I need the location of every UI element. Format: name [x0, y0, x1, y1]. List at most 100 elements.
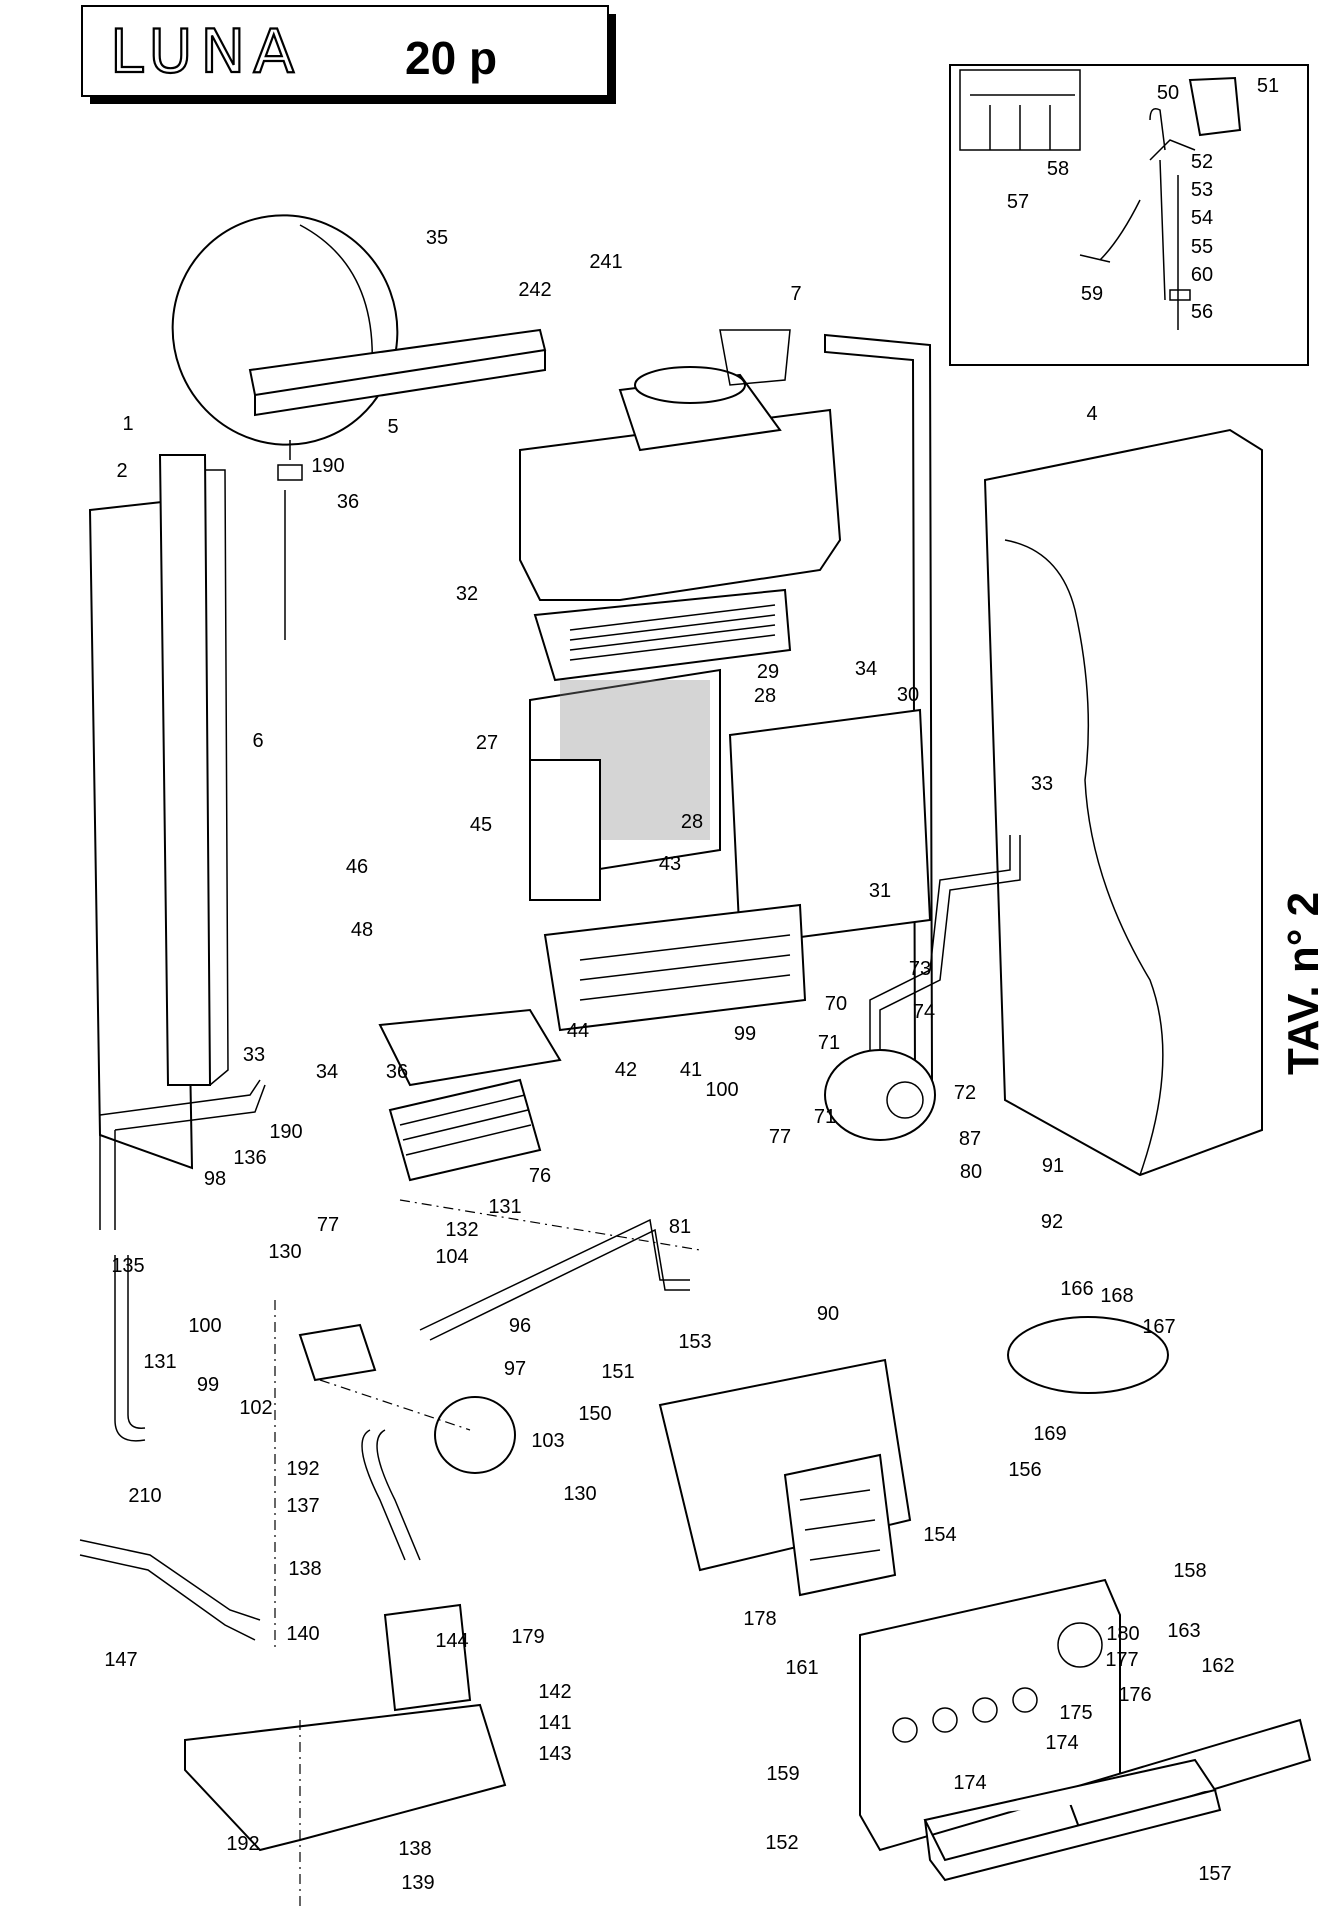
callout-5: 5 — [387, 416, 398, 438]
title-block: LUNA 20 p — [81, 5, 616, 104]
callout-41: 41 — [680, 1059, 702, 1081]
callout-98: 98 — [204, 1168, 226, 1190]
model-label: 20 p — [405, 32, 497, 84]
callout-132: 132 — [445, 1219, 478, 1241]
callout-4: 4 — [1086, 403, 1097, 425]
callout-70: 70 — [825, 993, 847, 1015]
callout-50: 50 — [1157, 82, 1179, 104]
callout-138: 138 — [288, 1558, 321, 1580]
callout-90: 90 — [817, 1303, 839, 1325]
callout-180: 180 — [1106, 1623, 1139, 1645]
plate-heat-exchanger — [388, 1078, 542, 1182]
callout-80: 80 — [960, 1161, 982, 1183]
callout-137: 137 — [286, 1495, 319, 1517]
callout-31: 31 — [869, 880, 891, 902]
callout-150: 150 — [578, 1403, 611, 1425]
callout-81: 81 — [669, 1216, 691, 1238]
callout-77: 77 — [769, 1126, 791, 1148]
callout-138: 138 — [398, 1838, 431, 1860]
callout-139: 139 — [401, 1872, 434, 1894]
callout-27: 27 — [476, 732, 498, 754]
callout-55: 55 — [1191, 236, 1213, 258]
inlet-pipe — [114, 1255, 146, 1442]
callout-162: 162 — [1201, 1655, 1234, 1677]
callout-28: 28 — [754, 685, 776, 707]
callouts: 1245672728293031323334353641424344454648… — [104, 75, 1279, 1894]
callout-178: 178 — [743, 1608, 776, 1630]
front-panel — [983, 428, 1263, 1177]
top-bracket — [248, 328, 547, 417]
callout-58: 58 — [1047, 158, 1069, 180]
assembly-line — [274, 1199, 701, 1910]
callout-1: 1 — [122, 413, 133, 435]
brand-logo: LUNA — [110, 17, 302, 87]
callout-143: 143 — [538, 1743, 571, 1765]
callout-177: 177 — [1105, 1649, 1138, 1671]
callout-52: 52 — [1191, 151, 1213, 173]
callout-174: 174 — [953, 1772, 986, 1794]
callout-135: 135 — [111, 1255, 144, 1277]
callout-74: 74 — [913, 1001, 935, 1023]
callout-45: 45 — [470, 814, 492, 836]
callout-33: 33 — [243, 1044, 265, 1066]
pipe-assembly — [419, 1218, 690, 1341]
callout-71: 71 — [814, 1106, 836, 1128]
bottom-frame — [184, 1703, 507, 1852]
callout-33: 33 — [1031, 773, 1053, 795]
callout-161: 161 — [785, 1657, 818, 1679]
callout-35: 35 — [426, 227, 448, 249]
callout-192: 192 — [286, 1458, 319, 1480]
callout-28: 28 — [681, 811, 703, 833]
callout-99: 99 — [734, 1023, 756, 1045]
side-panels — [88, 454, 229, 1170]
callout-131: 131 — [488, 1196, 521, 1218]
callout-130: 130 — [268, 1241, 301, 1263]
callout-159: 159 — [766, 1763, 799, 1785]
burner-plate — [378, 1008, 562, 1087]
callout-7: 7 — [790, 283, 801, 305]
callout-242: 242 — [518, 279, 551, 301]
callout-53: 53 — [1191, 179, 1213, 201]
callout-34: 34 — [316, 1061, 338, 1083]
callout-192: 192 — [226, 1833, 259, 1855]
callout-147: 147 — [104, 1649, 137, 1671]
callout-136: 136 — [233, 1147, 266, 1169]
callout-156: 156 — [1008, 1459, 1041, 1481]
burner — [543, 903, 807, 1032]
callout-141: 141 — [538, 1712, 571, 1734]
callout-144: 144 — [435, 1630, 468, 1652]
plate-label: TAV. n° 2 — [1279, 892, 1328, 1075]
callout-42: 42 — [615, 1059, 637, 1081]
callout-72: 72 — [954, 1082, 976, 1104]
callout-179: 179 — [511, 1626, 544, 1648]
callout-76: 76 — [529, 1165, 551, 1187]
callout-152: 152 — [765, 1832, 798, 1854]
callout-59: 59 — [1081, 283, 1103, 305]
callout-151: 151 — [601, 1361, 634, 1383]
callout-167: 167 — [1142, 1316, 1175, 1338]
callout-48: 48 — [351, 919, 373, 941]
callout-103: 103 — [531, 1430, 564, 1452]
callout-60: 60 — [1191, 264, 1213, 286]
callout-29: 29 — [757, 661, 779, 683]
callout-71: 71 — [818, 1032, 840, 1054]
callout-131: 131 — [143, 1351, 176, 1373]
callout-32: 32 — [456, 583, 478, 605]
callout-169: 169 — [1033, 1423, 1066, 1445]
callout-163: 163 — [1167, 1620, 1200, 1642]
gas-pipe — [361, 1429, 421, 1561]
combustion-chamber — [529, 668, 932, 947]
callout-190: 190 — [311, 455, 344, 477]
callout-174: 174 — [1045, 1732, 1078, 1754]
callout-142: 142 — [538, 1681, 571, 1703]
callout-34: 34 — [855, 658, 877, 680]
callout-77: 77 — [317, 1214, 339, 1236]
callout-96: 96 — [509, 1315, 531, 1337]
flow-pipe — [869, 835, 1021, 1050]
return-pipe — [99, 1079, 266, 1230]
callout-73: 73 — [909, 958, 931, 980]
callout-168: 168 — [1100, 1285, 1133, 1307]
callout-91: 91 — [1042, 1155, 1064, 1177]
callout-210: 210 — [128, 1485, 161, 1507]
